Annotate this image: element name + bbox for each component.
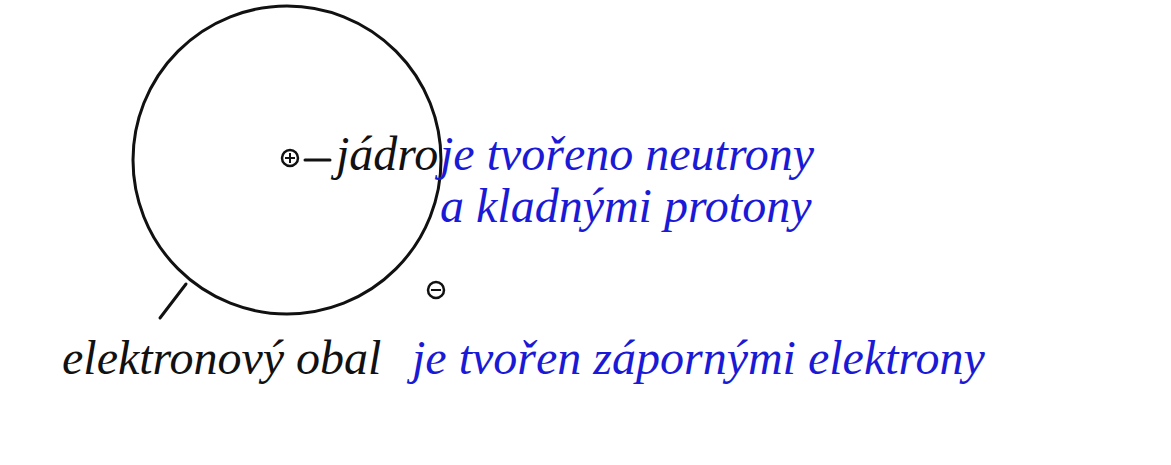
electron-symbol — [428, 282, 444, 298]
part-name: elektronový obal — [62, 332, 381, 384]
leader-line — [160, 284, 186, 318]
part-name: jádro — [336, 128, 438, 180]
atom-shell — [133, 6, 441, 314]
explanation-note: je tvořen zápornými elektrony — [412, 332, 985, 384]
nucleus-symbol — [282, 150, 298, 166]
explanation-note: je tvořeno neutrony a kladnými protony — [440, 128, 834, 232]
dash — [305, 159, 330, 162]
